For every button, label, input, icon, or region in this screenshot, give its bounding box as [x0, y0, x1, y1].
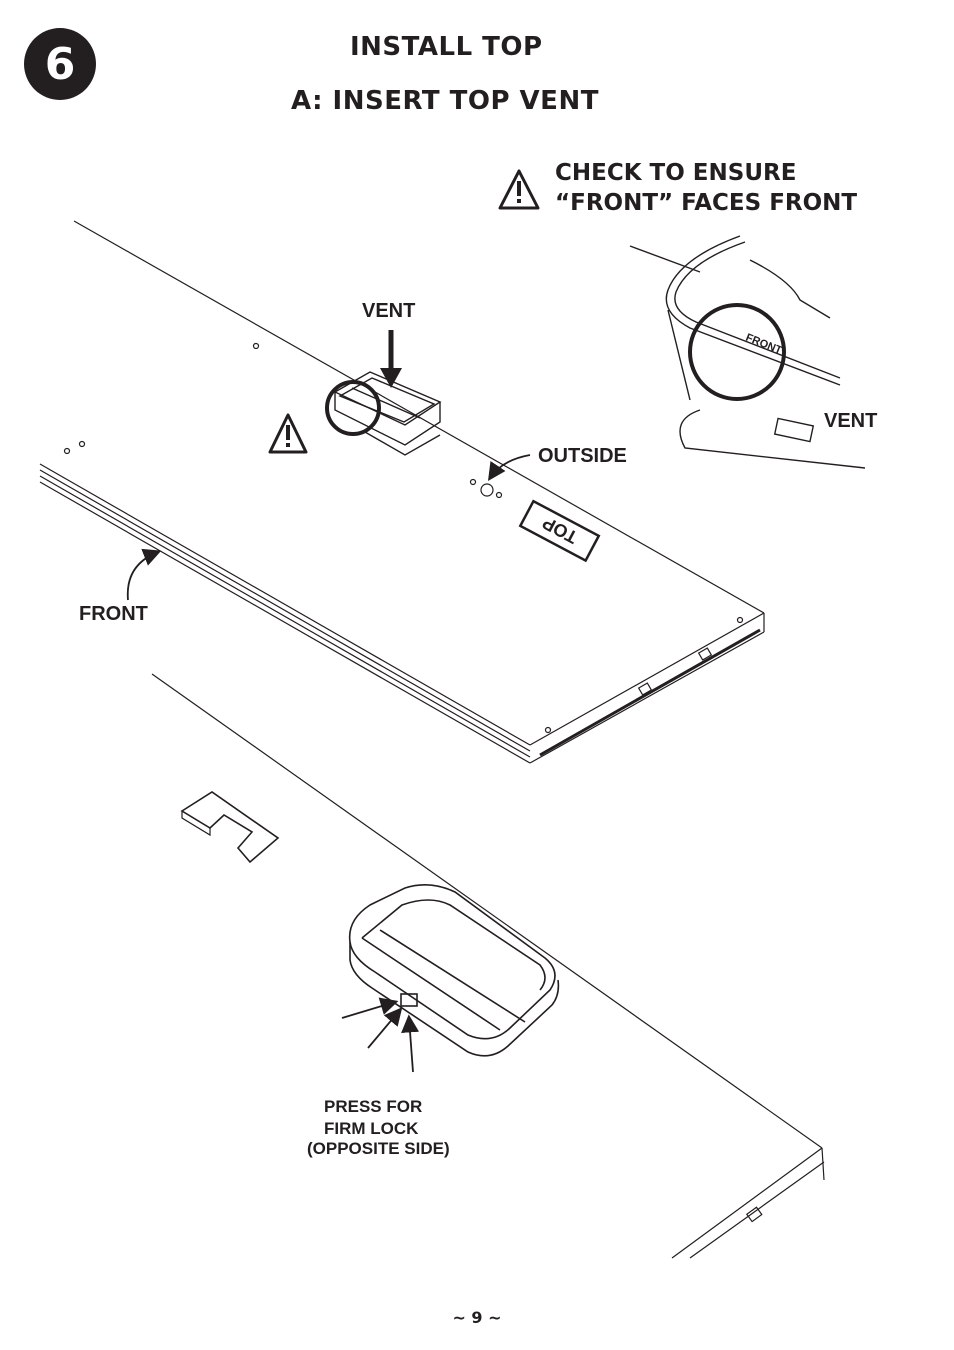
step-number-badge: 6 [24, 28, 96, 100]
vent-label: VENT [362, 300, 416, 322]
arrow-down-icon [380, 368, 402, 388]
press-arrow [341, 997, 399, 1019]
warning-icon [498, 169, 540, 210]
press-arrow [401, 1014, 420, 1073]
front-stamp-text: FRONT [744, 332, 784, 357]
vent-detail-view: FRONT [629, 235, 866, 469]
vent-detail-label: VENT [824, 410, 878, 432]
press-arrow [367, 1007, 403, 1049]
clip-edge [181, 811, 211, 837]
leader-arrow [126, 548, 162, 601]
detail-circle [325, 380, 381, 436]
top-panel [39, 220, 765, 764]
outside-label: OUTSIDE [538, 445, 627, 467]
press-label-line-3: (OPPOSITE SIDE) [307, 1139, 450, 1158]
press-label-line-1: PRESS FOR [324, 1097, 423, 1116]
clip-part [180, 791, 280, 864]
warning-text: CHECK TO ENSURE “FRONT” FACES FRONT [555, 158, 857, 218]
page-title: INSTALL TOP [350, 32, 543, 62]
lower-panel [151, 673, 825, 1259]
detail-circle [688, 303, 786, 401]
warning-line-1: CHECK TO ENSURE [555, 160, 797, 186]
vent-part [333, 371, 442, 456]
page-number: ~ 9 ~ [452, 1308, 502, 1327]
leader-arrow [488, 454, 531, 481]
top-stamp: TOP [518, 499, 601, 563]
vent-large [348, 884, 560, 1057]
front-label: FRONT [79, 603, 148, 625]
page-subtitle: A: INSERT TOP VENT [291, 86, 599, 116]
warning-icon [268, 413, 308, 454]
press-label-line-2: FIRM LOCK [324, 1119, 419, 1138]
warning-line-2: “FRONT” FACES FRONT [555, 190, 858, 216]
